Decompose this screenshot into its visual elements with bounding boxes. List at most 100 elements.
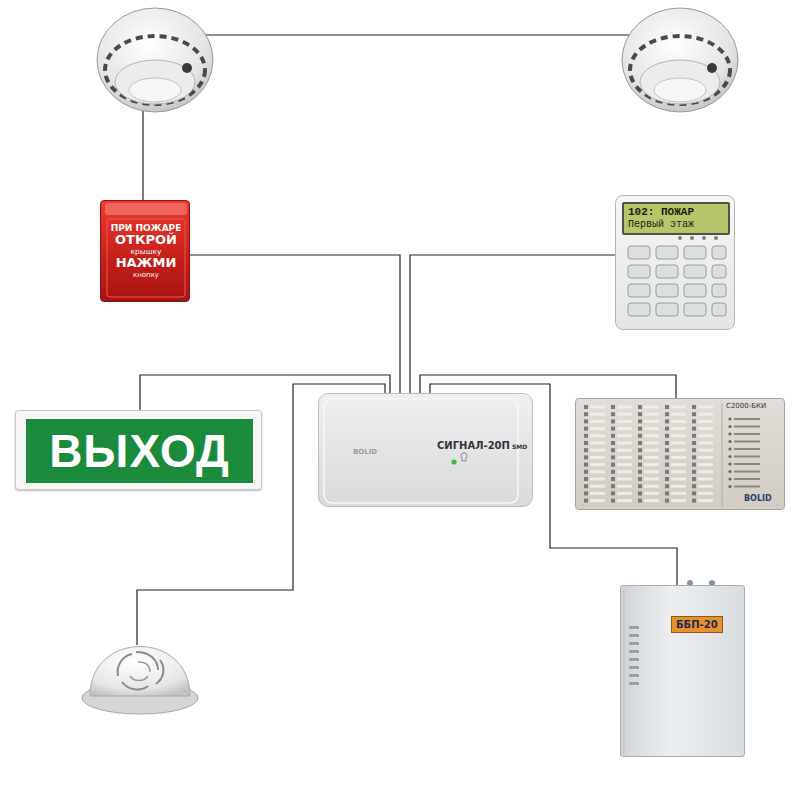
unit-bevel [324,399,518,503]
vent-slot [629,674,639,677]
label-text: крышку [130,248,161,257]
cover-frame [107,219,185,297]
smoke-detector [622,8,738,112]
zone-label [698,478,713,481]
zone-label [644,427,659,430]
key [712,303,726,316]
wire-connector [410,255,615,393]
label-text: НАЖМИ [116,256,177,270]
status-label [734,418,760,420]
vent-slot [629,626,639,629]
zone-led [611,484,615,488]
zone-led [692,470,696,474]
zone-label [644,470,659,473]
zone-led [584,484,588,488]
zone-led [611,448,615,452]
key [712,265,726,278]
zone-led [638,419,642,423]
status-led [728,425,731,428]
zone-led [584,499,588,503]
detector-cap [654,78,706,102]
zone-label [698,449,713,452]
zone-led [611,470,615,474]
zone-label [617,406,632,409]
zone-led [638,463,642,467]
zone-label [671,499,686,502]
zone-label [617,485,632,488]
zone-label [671,406,686,409]
zone-label [698,434,713,437]
cover-edge [105,203,187,215]
detector-led [182,63,192,73]
panel-model: С2000-БКИ [726,403,766,410]
zone-led [692,499,696,503]
sounder-slot [136,652,158,670]
zone-label [671,492,686,495]
indicator-led [690,236,694,240]
label-text: ОТКРОЙ [115,233,177,247]
zone-label [644,449,659,452]
status-led [451,459,456,464]
zone-label [698,463,713,466]
status-label [734,448,760,450]
zone-led [692,419,696,423]
zone-label [617,470,632,473]
zone-label [644,420,659,423]
zone-led [584,405,588,409]
zone-led [638,427,642,431]
zone-led [584,470,588,474]
zone-label [617,413,632,416]
status-led [728,417,731,420]
zone-label [617,463,632,466]
key [628,265,650,278]
sounder-dome [90,647,190,697]
label-text: ББП-20 [676,619,718,630]
zone-label [617,499,632,502]
zone-led [692,491,696,495]
zone-label [671,478,686,481]
status-led [728,470,731,473]
zone-label [644,485,659,488]
zone-led [611,477,615,481]
indicator-panel: С2000-БКИBOLID [575,398,785,510]
zone-label [617,478,632,481]
zone-led [692,448,696,452]
vent-slot [629,666,639,669]
zone-led [611,412,615,416]
zone-led [584,448,588,452]
zone-label [644,406,659,409]
zone-label [698,492,713,495]
control-keypad: 102: ПОЖАРПервый этаж [615,195,735,330]
zone-label [617,456,632,459]
zone-led [584,434,588,438]
zone-label [590,413,605,416]
zone-label [671,434,686,437]
zone-led [665,484,669,488]
zone-label [590,478,605,481]
key [712,284,726,297]
label-text: 102: ПОЖАР [628,206,724,219]
model-label: СИГНАЛ-20ПSMD [437,441,527,451]
zone-led [665,419,669,423]
status-label [734,478,760,480]
zone-label [590,420,605,423]
device-detail [319,394,523,508]
zone-label [671,420,686,423]
zone-label [590,485,605,488]
zone-led [665,405,669,409]
wire-connector [190,255,400,393]
zone-label [671,427,686,430]
zone-label [698,406,713,409]
label-text: ПРИ ПОЖАРЕ [111,223,182,233]
sounder-slot [118,654,132,676]
lamp-icon [461,453,467,461]
lcd-display: 102: ПОЖАРПервый этаж [622,202,730,235]
label-text: ВЫХОД [49,428,230,474]
zone-led [638,405,642,409]
zone-led [665,477,669,481]
key [628,284,650,297]
zone-led [611,455,615,459]
status-led [728,447,731,450]
zone-label [590,499,605,502]
zone-label [698,485,713,488]
